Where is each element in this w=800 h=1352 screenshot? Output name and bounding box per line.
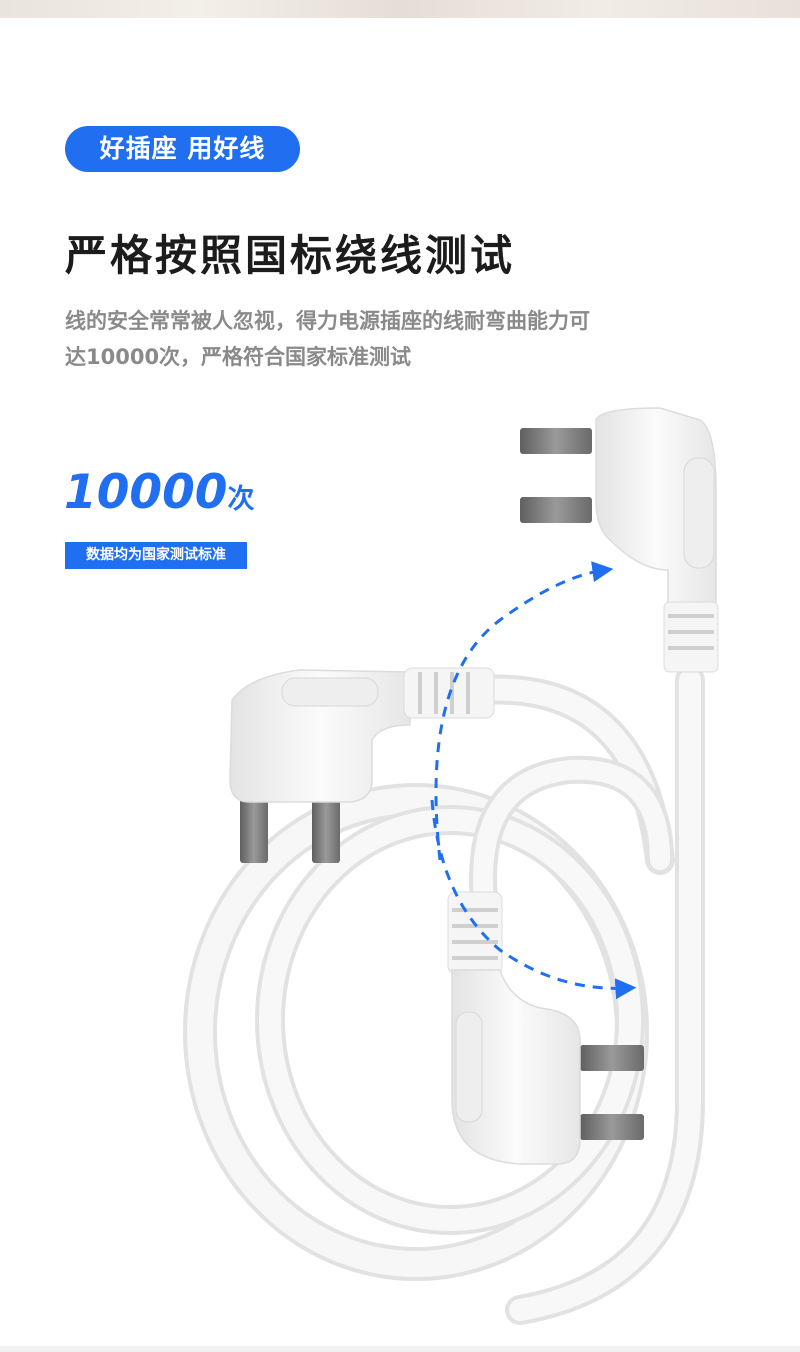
bend-count-highlight: 10000次 — [64, 463, 255, 530]
slogan-badge: 好插座 用好线 — [65, 126, 300, 172]
description-line-1: 线的安全常常被人忽视，得力电源插座的线耐弯曲能力可 — [65, 309, 590, 333]
cable-coil — [183, 665, 705, 1325]
top-background-strip — [0, 0, 800, 18]
section-description: 线的安全常常被人忽视，得力电源插座的线耐弯曲能力可 达10000次，严格符合国家… — [65, 303, 685, 375]
top-right-plug — [520, 407, 719, 673]
description-line-2: 达10000次，严格符合国家标准测试 — [65, 345, 412, 369]
section-headline: 严格按照国标绕线测试 — [65, 231, 516, 280]
bottom-right-plug — [447, 891, 644, 1165]
standard-note-tag: 数据均为国家测试标准 — [65, 542, 247, 569]
bend-count-number: 10000 — [64, 465, 228, 520]
arrow-down — [430, 799, 637, 1000]
left-plug — [229, 667, 495, 863]
power-cable-illustration — [183, 407, 719, 1325]
bottom-divider — [0, 1346, 800, 1352]
bend-count-unit: 次 — [227, 484, 255, 515]
bend-arrows — [430, 561, 637, 1000]
arrow-up — [434, 561, 614, 861]
